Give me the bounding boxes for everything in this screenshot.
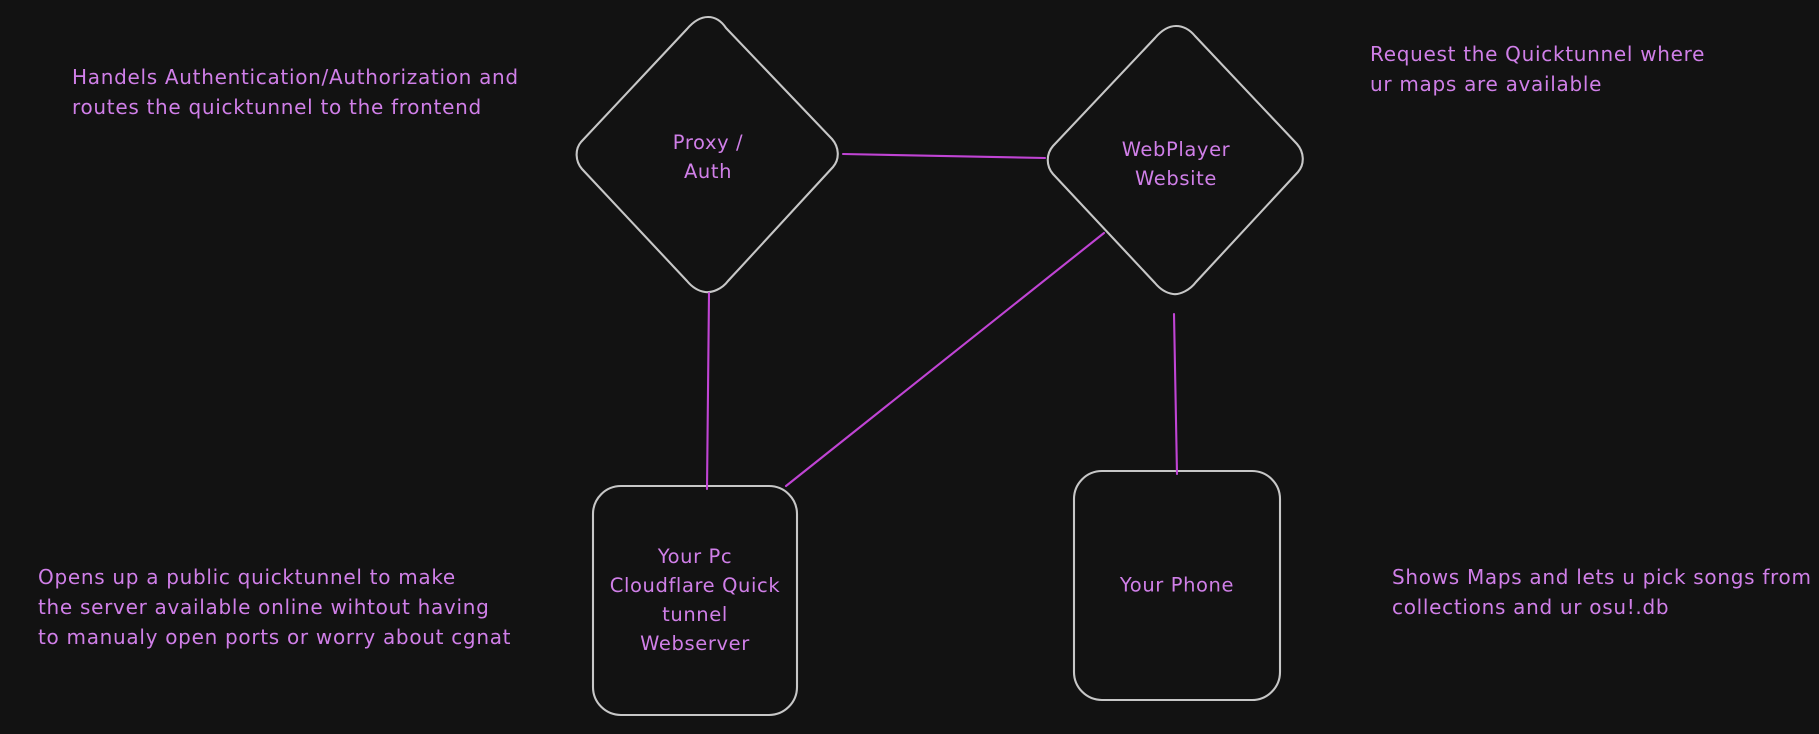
connector-proxy-to-webplayer[interactable] bbox=[841, 152, 1047, 160]
connector-proxy-to-your-pc[interactable] bbox=[705, 291, 711, 491]
node-shape-your-phone[interactable] bbox=[1072, 469, 1282, 702]
annotation-your-pc-note: Opens up a public quicktunnel to make th… bbox=[38, 565, 512, 649]
annotation-proxy-note: Handels Authentication/Authorization and… bbox=[72, 65, 519, 119]
annotation-webplayer-note: Request the Quicktunnel where ur maps ar… bbox=[1370, 42, 1706, 96]
connector-webplayer-to-your-phone[interactable] bbox=[1172, 312, 1179, 476]
connector-your-pc-to-webplayer[interactable] bbox=[784, 231, 1106, 488]
node-shape-your-pc[interactable] bbox=[591, 484, 799, 717]
node-shape-proxy-auth[interactable] bbox=[575, 15, 839, 294]
node-shape-webplayer-website[interactable] bbox=[1046, 24, 1304, 296]
annotation-your-phone-note: Shows Maps and lets u pick songs from co… bbox=[1392, 565, 1812, 619]
